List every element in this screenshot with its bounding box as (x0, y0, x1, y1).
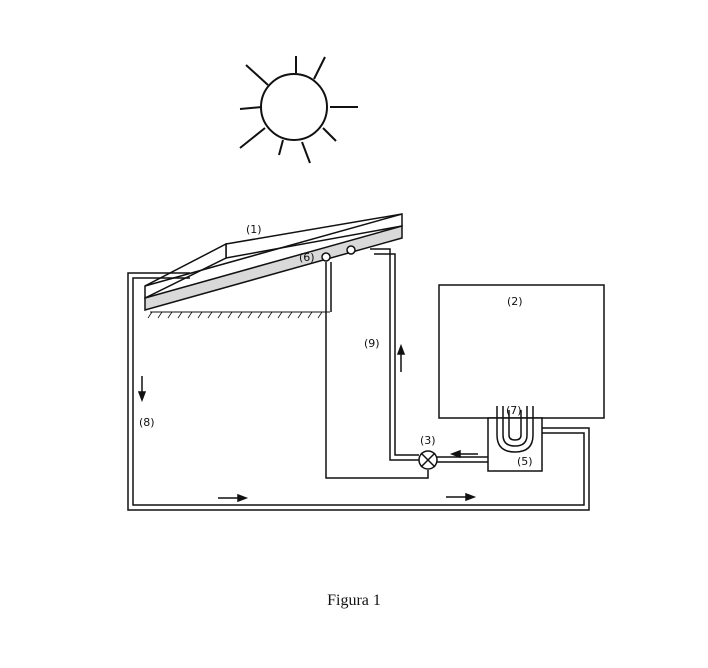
label-tank: (2) (507, 295, 523, 308)
figure-caption: Figura 1 (327, 592, 381, 609)
label-valve: (3) (420, 434, 436, 447)
label-sensor: (6) (299, 251, 315, 264)
valve-icon (418, 450, 438, 470)
flow-arrow-icon (137, 343, 478, 503)
heat-exchanger (487, 417, 543, 472)
valve-exchanger-pipe (437, 456, 488, 463)
collector-sensor (321, 245, 356, 262)
label-coil: (7) (506, 404, 522, 417)
u-coil (496, 406, 534, 453)
label-supply-pipe: (9) (364, 337, 380, 350)
storage-tank (438, 284, 605, 419)
solar-collector (144, 213, 403, 319)
label-return-pipe: (8) (139, 416, 155, 429)
sun-icon (239, 56, 358, 164)
label-exchanger: (5) (517, 455, 533, 468)
supply-pipe (325, 248, 429, 479)
return-pipe (127, 272, 590, 511)
label-collector: (1) (246, 223, 262, 236)
